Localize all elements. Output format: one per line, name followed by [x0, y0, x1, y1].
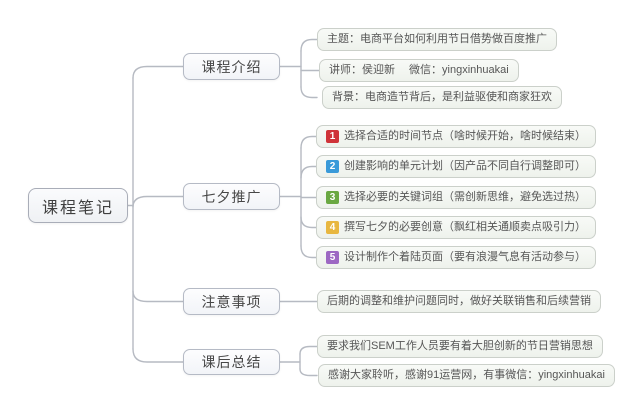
leaf-node-step-4[interactable]: 4 撰写七夕的必要创意（飘红相关通顺卖点吸引力） — [316, 216, 596, 239]
root-node[interactable]: 课程笔记 — [28, 188, 128, 223]
badge-5-icon: 5 — [326, 251, 339, 264]
branch-node-qixi-promotion[interactable]: 七夕推广 — [183, 183, 280, 210]
leaf-text: 选择合适的时间节点（啥时候开始，啥时候结束） — [344, 130, 586, 142]
leaf-node-background[interactable]: 背景：电商造节背后，是利益驱使和商家狂欢 — [322, 86, 562, 109]
branch-node-course-intro[interactable]: 课程介绍 — [183, 53, 280, 80]
leaf-text: 选择必要的关键词组（需创新思维，避免选过热） — [344, 191, 586, 203]
leaf-node-lecturer[interactable]: 讲师：侯迎新 微信：yingxinhuakai — [319, 59, 519, 82]
leaf-text: 感谢大家聆听，感谢91运营网，有事微信：yingxinhuakai — [328, 369, 605, 381]
leaf-text: 要求我们SEM工作人员要有着大胆创新的节日营销思想 — [327, 340, 593, 352]
leaf-node-requirement[interactable]: 要求我们SEM工作人员要有着大胆创新的节日营销思想 — [317, 335, 603, 358]
leaf-node-topic[interactable]: 主题：电商平台如何利用节日借势做百度推广 — [317, 28, 557, 51]
badge-3-icon: 3 — [326, 191, 339, 204]
badge-2-icon: 2 — [326, 160, 339, 173]
leaf-node-step-5[interactable]: 5 设计制作个着陆页面（要有浪漫气息有活动参与） — [316, 246, 596, 269]
leaf-text: 讲师：侯迎新 微信：yingxinhuakai — [329, 64, 509, 76]
branch-node-summary[interactable]: 课后总结 — [183, 349, 280, 375]
leaf-node-step-2[interactable]: 2 创建影响的单元计划（因产品不同自行调整即可） — [316, 155, 596, 178]
branch-label: 课程介绍 — [201, 58, 262, 75]
leaf-text: 背景：电商造节背后，是利益驱使和商家狂欢 — [332, 91, 552, 103]
leaf-text: 后期的调整和维护问题同时，做好关联销售和后续营销 — [327, 295, 591, 307]
branch-label: 课后总结 — [201, 354, 262, 370]
leaf-text: 主题：电商平台如何利用节日借势做百度推广 — [327, 33, 547, 45]
leaf-node-step-3[interactable]: 3 选择必要的关键词组（需创新思维，避免选过热） — [316, 186, 596, 209]
leaf-text: 撰写七夕的必要创意（飘红相关通顺卖点吸引力） — [344, 221, 586, 233]
branch-label: 七夕推广 — [201, 188, 262, 205]
badge-4-icon: 4 — [326, 221, 339, 234]
leaf-node-thanks[interactable]: 感谢大家聆听，感谢91运营网，有事微信：yingxinhuakai — [318, 364, 615, 387]
leaf-node-step-1[interactable]: 1 选择合适的时间节点（啥时候开始，啥时候结束） — [316, 125, 596, 148]
badge-1-icon: 1 — [326, 130, 339, 143]
branch-label: 注意事项 — [201, 293, 262, 310]
root-label: 课程笔记 — [41, 199, 114, 217]
leaf-text: 创建影响的单元计划（因产品不同自行调整即可） — [344, 160, 586, 172]
leaf-node-maintenance[interactable]: 后期的调整和维护问题同时，做好关联销售和后续营销 — [317, 290, 601, 313]
leaf-text: 设计制作个着陆页面（要有浪漫气息有活动参与） — [344, 251, 586, 263]
branch-node-notes[interactable]: 注意事项 — [183, 288, 280, 315]
